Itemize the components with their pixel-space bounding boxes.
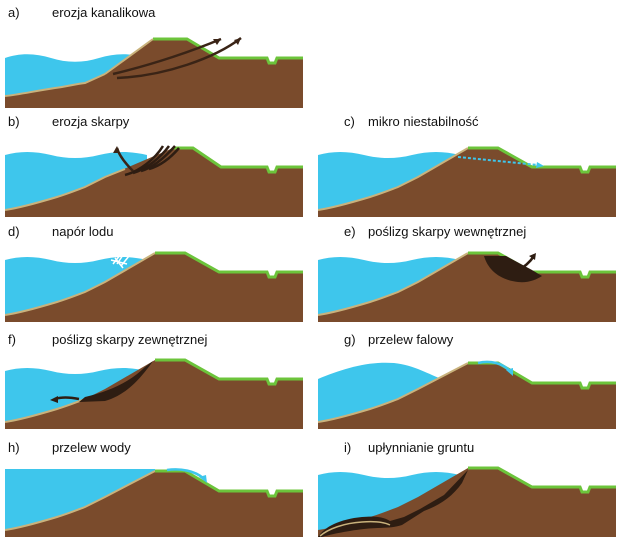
arrow-head — [234, 38, 241, 45]
panel-a-diagram — [5, 37, 303, 108]
panel-b-diagram — [5, 145, 303, 217]
soil-body — [318, 148, 616, 217]
soil-body — [5, 253, 303, 322]
arrow-head — [536, 162, 544, 168]
grass-top — [155, 251, 303, 279]
soil-body — [318, 253, 616, 322]
erosion-arrows — [112, 37, 242, 80]
panel-title: przelew wody — [52, 440, 131, 455]
panel-h-diagram — [5, 468, 303, 537]
slip-block — [79, 361, 153, 402]
ice-icon — [110, 251, 130, 269]
panel-title: napór lodu — [52, 224, 114, 239]
panel-f-diagram — [5, 358, 303, 429]
grass-top — [468, 146, 616, 174]
overflow-arrow — [477, 360, 511, 372]
panel-title: mikro niestabilność — [368, 114, 479, 129]
soil-body — [5, 148, 303, 217]
panel-title: upłynnianie gruntu — [368, 440, 475, 455]
panel-title: erozja kanalikowa — [52, 5, 156, 20]
scarp-erosion-lines — [124, 145, 180, 177]
panel-g-diagram — [318, 360, 616, 429]
panel-letter: a) — [8, 5, 20, 20]
grass-top — [155, 358, 303, 386]
erosion-arrow — [112, 37, 222, 76]
panel-title: poślizg skarpy zewnętrznej — [52, 332, 208, 347]
toe-sand — [5, 73, 106, 97]
arrow-head — [199, 475, 207, 483]
erosion-arrow — [116, 37, 242, 80]
slip-block — [484, 256, 542, 283]
panel-letter: i) — [344, 440, 352, 455]
panel-title: przelew falowy — [368, 332, 454, 347]
panel-c-diagram — [318, 146, 616, 217]
panel-title: poślizg skarpy wewnętrznej — [368, 224, 527, 239]
arrow-head — [506, 368, 513, 376]
panel-letter: h) — [8, 440, 20, 455]
arrow-head — [50, 396, 58, 403]
panel-letter: c) — [344, 114, 355, 129]
arrow-head — [529, 253, 536, 260]
panel-d-diagram — [5, 251, 303, 322]
panel-i-diagram — [318, 466, 616, 537]
overflow-arrow — [166, 468, 204, 479]
panel-letter: g) — [344, 332, 356, 347]
grass-top — [173, 146, 303, 174]
grass-top — [155, 469, 303, 498]
arrow-head — [213, 39, 221, 45]
arrow-head — [113, 146, 120, 153]
soil-body — [318, 468, 616, 537]
grass-top — [468, 466, 616, 494]
panel-letter: e) — [344, 224, 356, 239]
panel-letter: d) — [8, 224, 20, 239]
grass-top — [153, 37, 303, 65]
panel-e-diagram — [318, 251, 616, 322]
seepage-arrow — [457, 156, 539, 166]
soil-body — [5, 471, 303, 537]
panel-letter: b) — [8, 114, 20, 129]
soil-body — [5, 360, 303, 429]
panel-title: erozja skarpy — [52, 114, 130, 129]
soil-body — [318, 363, 616, 429]
liquefied-soil — [318, 470, 468, 537]
panel-letter: f) — [8, 332, 16, 347]
sand-slope — [104, 38, 154, 75]
